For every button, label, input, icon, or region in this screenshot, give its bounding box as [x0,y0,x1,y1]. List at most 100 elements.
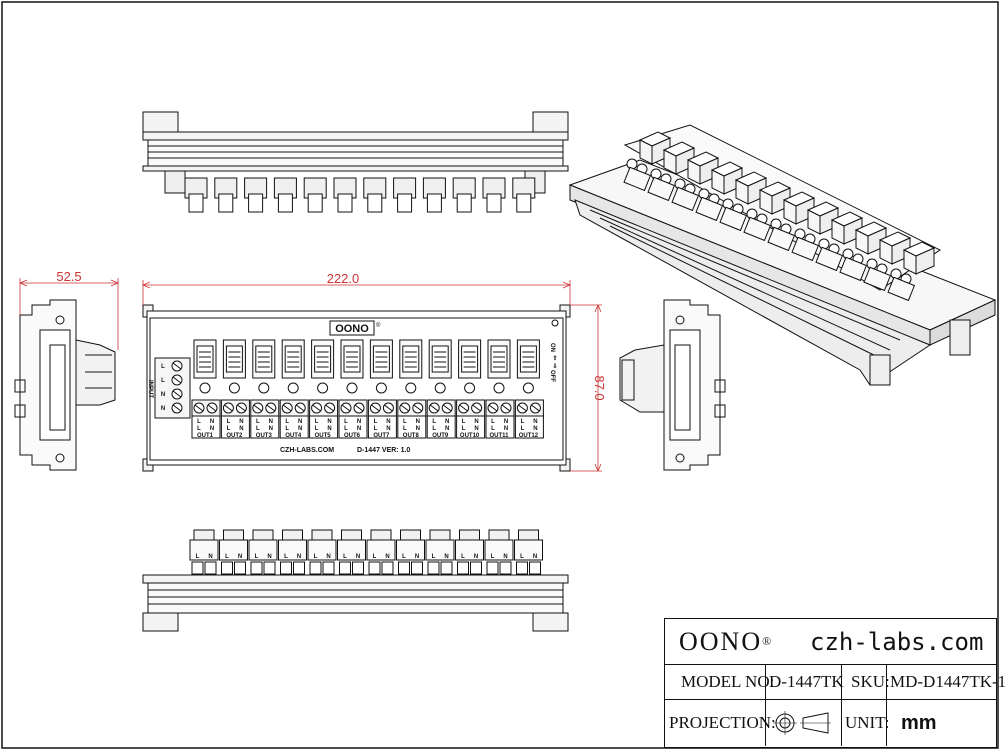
iso-terminal-screw [698,188,710,200]
top-module-terminal [277,193,293,213]
bottom-terminal-n [352,561,364,575]
bottom-terminal-label: L [314,554,318,560]
terminal-label: L [403,419,407,425]
bottom-module-body [396,539,425,561]
bottom-terminal-label: L [402,554,406,560]
bottom-terminal-l [250,561,263,575]
left-side-view [14,299,116,471]
switch-off-label: OFF [549,370,555,382]
iso-terminal-block [815,246,844,272]
title-website: czh-labs.com [810,627,984,656]
screw-slot [172,390,182,398]
iso-terminal-block [887,276,916,302]
bottom-terminal-n [499,561,512,575]
iso-switch-front [879,239,893,265]
bottom-terminal-n [322,561,335,575]
iso-terminal-block [767,226,796,252]
terminal-label-box [514,415,544,439]
terminal-label: N [416,426,420,432]
terminal-label: L [432,426,436,432]
output-label: OUT9 [432,433,449,439]
bottom-terminal-n [234,561,246,575]
iso-terminal-block [695,196,724,222]
terminal-label-box [485,415,515,439]
iso-switch-front [711,169,725,195]
input-label: INPUT [147,380,153,398]
terminal-label: N [357,419,361,425]
top-module-terminal [218,193,234,213]
bottom-view [142,529,569,632]
terminal-label: N [533,426,537,432]
bottom-terminal-label: L [343,554,347,560]
input-terminal-label: L [161,364,165,370]
top-module-terminal [188,193,204,213]
board-logo-mark: ® [376,322,381,329]
bottom-terminal-l [280,561,292,575]
bottom-module-body [337,539,366,561]
switch-arrow-down-icon: ⇩ [552,363,557,370]
bottom-module-cap [429,529,451,541]
switch-rocker [284,345,302,373]
screw-slot [325,404,334,412]
terminal-label: N [327,419,331,425]
screw-slot [282,404,292,412]
terminal-label: L [491,419,495,425]
screw-slot [531,404,540,412]
terminal-label: L [521,419,525,425]
screw-slot [442,404,452,412]
bottom-terminal-l [516,561,528,575]
iso-switch-front [735,179,749,205]
top-module-terminal [397,193,413,213]
bottom-terminal-n [381,561,394,575]
bottom-module-cap [459,529,480,541]
depth-dimension: 52.5 [56,269,81,284]
terminal-label: L [403,426,407,432]
indicator-led [287,382,299,394]
bottom-terminal-label: N [326,554,330,560]
iso-terminal-screw [770,218,782,230]
switch-rocker [519,345,537,373]
screw-slot [413,404,423,412]
terminal-label: N [210,426,214,432]
screw-slot [488,404,498,412]
length-dimension: 222.0 [327,271,360,286]
bottom-module-body [425,539,455,561]
terminal-label: L [315,419,319,425]
bottom-module-body [219,539,248,561]
front-view [142,304,571,472]
bottom-terminal-n [263,561,276,575]
board-website: CZH-LABS.COM [280,447,334,454]
terminal-label-box [367,415,397,439]
switch-rocker [314,345,332,373]
indicator-led [405,382,417,394]
sku-label: SKU: [851,672,890,691]
bottom-terminal-n [293,561,305,575]
bottom-module-cap [193,529,215,541]
title-brand: OONO® [679,619,773,664]
terminal-label: N [269,426,273,432]
screw-slot [341,404,351,412]
iso-switch-front [783,199,797,225]
iso-terminal-block [719,206,748,232]
terminal-label-box [309,415,339,439]
iso-switch-front [639,139,653,165]
terminal-label: L [374,426,378,432]
bottom-terminal-l [486,561,499,575]
bottom-terminal-l [457,561,469,575]
bottom-module-body [484,539,514,561]
indicator-led [346,382,358,394]
bottom-terminal-label: N [533,554,537,560]
bottom-terminal-label: N [208,554,212,560]
title-block: OONO® czh-labs.com MODEL NO: D-1447TK SK… [664,618,1006,748]
bottom-terminal-l [427,561,440,575]
bottom-module-cap [488,529,510,541]
screw-slot [354,404,364,412]
bottom-module-body [307,539,337,561]
iso-switch-front [831,219,845,245]
output-label: OUT4 [285,433,302,439]
output-label: OUT10 [460,433,480,439]
bottom-terminal-n [411,561,423,575]
terminal-label-box [191,415,221,439]
terminal-label: L [227,426,231,432]
